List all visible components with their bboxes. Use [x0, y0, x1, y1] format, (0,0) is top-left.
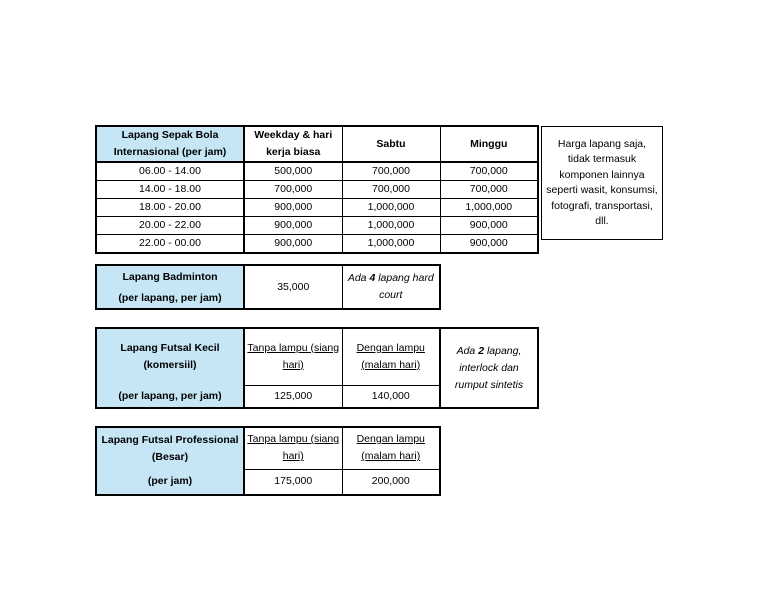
price-cell: 900,000 — [439, 216, 539, 235]
futsal-small-title: Lapang Futsal Kecil (komersiil) — [96, 328, 245, 385]
price-cell: 700,000 — [439, 180, 539, 199]
badminton-title: Lapang Badminton — [96, 265, 245, 288]
table-row: 20.00 - 22.00 900,000 1,000,000 900,000 — [95, 216, 539, 235]
futsal-small-price-night: 140,000 — [342, 385, 441, 408]
table-row: 14.00 - 18.00 700,000 700,000 700,000 — [95, 180, 539, 199]
price-cell: 700,000 — [341, 180, 441, 199]
futsal-small-price-table: Lapang Futsal Kecil (komersiil) Tanpa la… — [95, 327, 539, 409]
price-cell: 1,000,000 — [341, 216, 441, 235]
futsal-pro-title: Lapang Futsal Professional (Besar) — [96, 427, 245, 469]
price-cell: 700,000 — [341, 161, 441, 181]
futsal-small-no-light-header: Tanpa lampu (siang hari) — [244, 328, 343, 386]
price-cell: 1,000,000 — [439, 198, 539, 217]
time-slot: 22.00 - 00.00 — [95, 234, 245, 254]
price-cell: 500,000 — [243, 161, 343, 181]
price-cell: 900,000 — [439, 234, 539, 254]
soccer-header-field: Lapang Sepak Bola Internasional (per jam… — [95, 125, 245, 163]
time-slot: 06.00 - 14.00 — [95, 161, 245, 181]
badminton-note: Ada 4 lapang hard court — [347, 272, 434, 301]
time-slot: 18.00 - 20.00 — [95, 198, 245, 217]
time-slot: 14.00 - 18.00 — [95, 180, 245, 199]
futsal-pro-price-day: 175,000 — [244, 469, 343, 495]
futsal-small-with-light-header: Dengan lampu (malam hari) — [342, 328, 441, 386]
badminton-price-table: Lapang Badminton 35,000 Ada 4 lapang har… — [95, 264, 441, 310]
price-cell: 900,000 — [243, 216, 343, 235]
futsal-small-note: Ada 2 lapang, interlock dan rumput sinte… — [454, 344, 524, 391]
table-row: 06.00 - 14.00 500,000 700,000 700,000 — [95, 161, 539, 181]
futsal-pro-with-light-header: Dengan lampu (malam hari) — [342, 427, 440, 470]
time-slot: 20.00 - 22.00 — [95, 216, 245, 235]
futsal-pro-price-table: Lapang Futsal Professional (Besar) Tanpa… — [95, 426, 441, 496]
price-cell: 1,000,000 — [341, 234, 441, 254]
soccer-price-table: Lapang Sepak Bola Internasional (per jam… — [95, 125, 539, 254]
futsal-pro-price-night: 200,000 — [371, 475, 410, 488]
soccer-header-saturday: Sabtu — [341, 125, 441, 163]
price-cell: 700,000 — [439, 161, 539, 181]
table-row: 18.00 - 20.00 900,000 1,000,000 1,000,00… — [95, 198, 539, 217]
badminton-price: 35,000 — [244, 265, 343, 309]
price-cell: 700,000 — [243, 180, 343, 199]
soccer-header-weekday: Weekday & hari kerja biasa — [243, 125, 343, 163]
futsal-small-price-day: 125,000 — [244, 385, 343, 408]
price-cell: 900,000 — [243, 198, 343, 217]
table-row: 22.00 - 00.00 900,000 1,000,000 900,000 — [95, 234, 539, 254]
futsal-pro-subtitle: (per jam) — [96, 469, 245, 495]
soccer-header-sunday: Minggu — [439, 125, 539, 163]
price-cell: 1,000,000 — [341, 198, 441, 217]
futsal-pro-no-light-header: Tanpa lampu (siang hari) — [244, 427, 343, 470]
badminton-subtitle: (per lapang, per jam) — [96, 288, 245, 309]
price-cell: 900,000 — [243, 234, 343, 254]
futsal-small-subtitle: (per lapang, per jam) — [96, 385, 245, 408]
soccer-note: Harga lapang saja, tidak termasuk kompon… — [541, 126, 663, 240]
